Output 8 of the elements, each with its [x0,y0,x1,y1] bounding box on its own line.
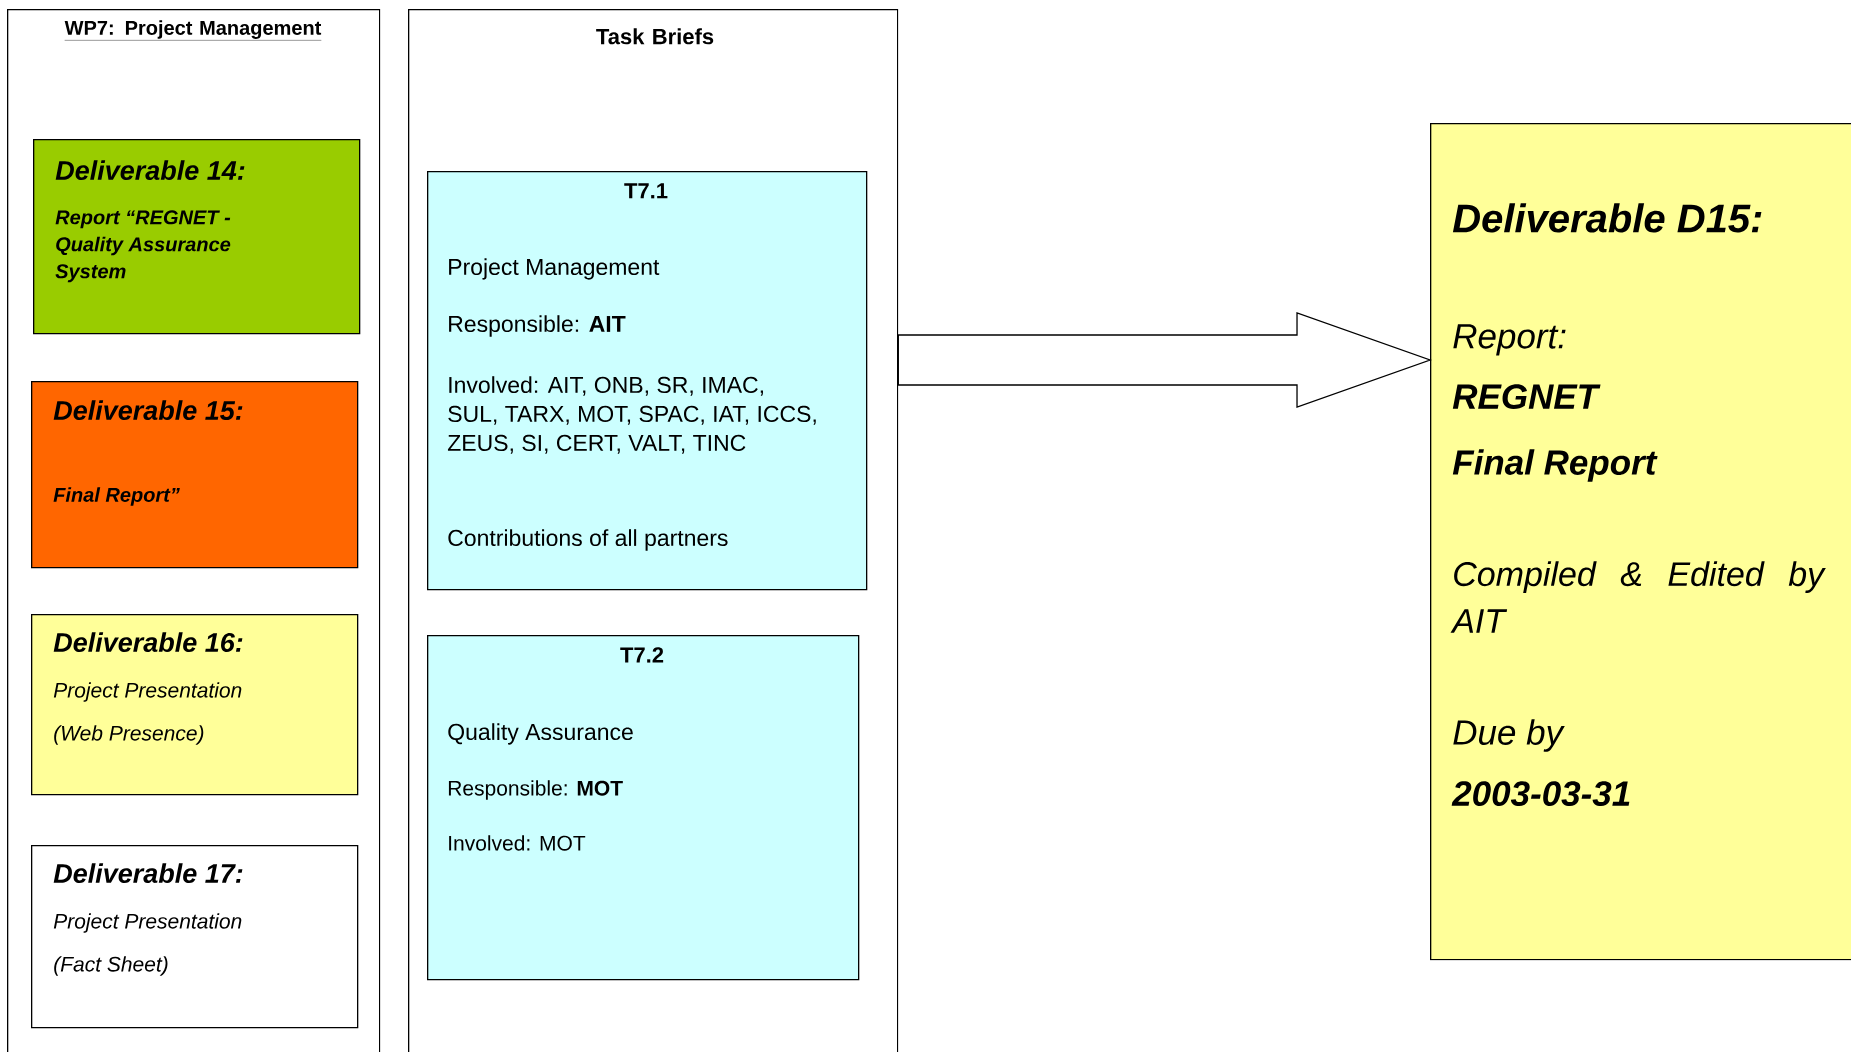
deliverable-box: Deliverable 16: Project Presentation (Web Presence) [31,614,359,796]
task-box: T7.1 Project Management Responsible: AIT Involved: AIT, ONB, SR, IMAC, SUL, TARX, MOT, SPAC, IAT, ICCS, ZEUS, SI, CERT, VALT, TINC Contributions of all partners [427,171,868,591]
task-box: T7.2 Quality Assurance Responsible: MOT Involved: MOT [427,635,860,981]
block-arrow [897,312,1432,408]
deliverable-box: Deliverable 17: Project Presentation (Fact Sheet) [31,845,359,1029]
deliverable-box: Deliverable 14: Report “REGNET - Quality Assurance System [33,139,361,335]
deliverable-box: Deliverable D15: Report: REGNET Final Report Compiled & Edited by AIT Due by 2003-03-31 [1430,123,1851,961]
deliverable-box: Deliverable 15: Final Report” [31,381,359,569]
